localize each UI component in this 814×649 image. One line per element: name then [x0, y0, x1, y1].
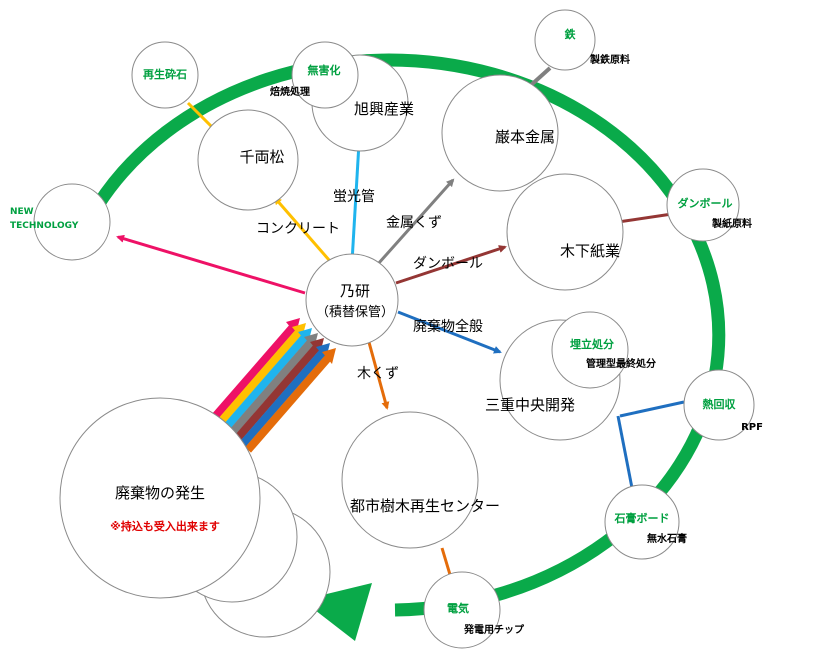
- output-heat: 熱回収 RPF: [683, 369, 763, 441]
- output-recycled-stone: 再生砕石: [131, 41, 199, 109]
- connector-cardboard: [617, 212, 673, 224]
- landfill-sub: 管理型最終処分: [586, 357, 656, 370]
- harmless-sub: 焙焼処理: [270, 85, 310, 98]
- connector-electric: [440, 547, 453, 579]
- facility-kinoshita-label: 木下紙業: [560, 242, 620, 260]
- landfill-tag: 埋立処分: [570, 337, 614, 351]
- source-title: 廃棄物の発生: [115, 484, 205, 502]
- arrow-newtech: [116, 234, 306, 295]
- heat-sub: RPF: [741, 422, 763, 433]
- flow-label-metal: 金属くず: [386, 215, 442, 231]
- source-node: 廃棄物の発生 ※持込も受入出来ます: [59, 397, 331, 638]
- electric-sub: 発電用チップ: [463, 623, 525, 636]
- flow-label-concrete: コンクリート: [256, 221, 340, 237]
- facility-iwamoto-label: 巌本金属: [495, 128, 555, 146]
- flow-label-cardboard: ダンボール: [413, 256, 483, 272]
- electric-tag: 電気: [447, 601, 469, 615]
- source-note: ※持込も受入出来ます: [110, 519, 220, 533]
- output-harmless: 無害化 焙焼処理: [270, 41, 359, 109]
- new-tech-line2: TECHNOLOGY: [10, 221, 79, 231]
- center-name: 乃研: [340, 282, 370, 300]
- arrow-cardboard: [395, 245, 507, 285]
- cardboard-out-sub: 製紙原料: [711, 217, 752, 230]
- center-node: 乃研 （積替保管）: [305, 253, 399, 347]
- arrow-fluorescent: [350, 141, 363, 263]
- arrow-general: [397, 310, 502, 354]
- output-electric: 電気 発電用チップ: [423, 571, 525, 649]
- output-iron: 鉄 製鉄原料: [534, 9, 630, 71]
- harmless-tag: 無害化: [308, 63, 341, 77]
- facility-iwamoto: 巌本金属: [441, 74, 559, 192]
- output-gypsum: 石膏ボード 無水石膏: [604, 484, 687, 560]
- heat-tag: 熱回収: [703, 397, 737, 411]
- iron-sub: 製鉄原料: [589, 53, 630, 66]
- gypsum-tag: 石膏ボード: [614, 511, 670, 525]
- flow-label-fluorescent: 蛍光管: [333, 189, 375, 205]
- center-subtitle: （積替保管）: [316, 305, 394, 320]
- cardboard-out-tag: ダンボール: [678, 196, 733, 210]
- arrow-metal: [376, 178, 455, 265]
- facility-toshi-label: 都市樹木再生センター: [350, 497, 500, 515]
- output-landfill: 埋立処分 管理型最終処分: [551, 311, 656, 389]
- facility-toshi: 都市樹木再生センター: [341, 411, 500, 549]
- waste-streams: [208, 318, 336, 453]
- facility-senryomatsu: 千両松: [197, 109, 299, 211]
- gypsum-sub: 無水石膏: [647, 532, 687, 545]
- connector-gypsum: [616, 415, 634, 489]
- new-tech-line1: NEW: [10, 207, 34, 217]
- facility-kyokoh-label: 旭興産業: [354, 100, 414, 118]
- facility-kinoshita: 木下紙業: [506, 173, 624, 291]
- iron-tag: 鉄: [565, 27, 577, 41]
- arrow-concrete: [273, 196, 338, 269]
- connector-recycled-stone: [186, 101, 217, 132]
- output-new-technology: NEW TECHNOLOGY: [10, 183, 111, 261]
- facility-mie-label: 三重中央開発: [485, 396, 575, 414]
- output-cardboard: ダンボール 製紙原料: [666, 168, 752, 242]
- connector-heat: [619, 400, 685, 418]
- recycled-stone-tag: 再生砕石: [143, 67, 187, 81]
- facility-senryomatsu-label: 千両松: [239, 148, 284, 166]
- flow-label-wood: 木くず: [357, 366, 399, 382]
- flow-label-general: 廃棄物全般: [413, 318, 483, 335]
- arrow-wood: [365, 334, 390, 410]
